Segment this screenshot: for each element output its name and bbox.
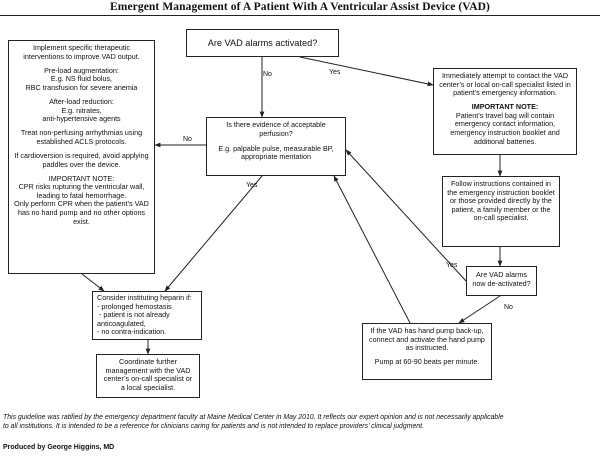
hand-pump-box: If the VAD has hand pump back-up, connec… (362, 323, 492, 380)
preload-example: E.g. NS fluid bolus, (50, 74, 113, 84)
edge-label-perfusion-yes: Yes (246, 182, 258, 189)
contact-note-text: Patient’s travel bag will contain emerge… (450, 110, 560, 146)
heparin-item-anticoagulated-cont: anticoagulated, (97, 318, 146, 328)
edge-start-to-contact (299, 56, 434, 87)
interventions-intro: Implement specific therapeutic intervent… (23, 43, 140, 61)
preload-transfusion: RBC transfusion for severe anemia (25, 82, 138, 92)
perfusion-decision-box: Is there evidence of acceptable perfusio… (206, 117, 346, 176)
heparin-heading: Consider instituting heparin if: (97, 293, 192, 302)
edge-deactivated-no-to-handpump (458, 295, 501, 324)
deactivated-question: Are VAD alarms now de-activated? (472, 270, 531, 288)
heparin-item-contraindication: - no contra-indication. (97, 327, 167, 337)
heparin-item-anticoagulated: - patient is not already (99, 310, 170, 320)
contact-note-heading: IMPORTANT NOTE: (471, 102, 539, 112)
edge-label-deactivated-yes: Yes (446, 262, 458, 269)
left-interventions-box: Implement specific therapeutic intervent… (8, 40, 155, 274)
contact-text: Immediately attempt to contact the VAD c… (439, 71, 571, 98)
footer-disclaimer-line-2: to all institutions. It is intended to b… (3, 423, 424, 430)
follow-instructions-box: Follow instructions contained in the eme… (442, 176, 560, 247)
author-credit: Produced by George Higgins, MD (3, 444, 115, 451)
edge-handpump-to-perfusion (333, 175, 411, 324)
deactivated-decision-box: Are VAD alarms now de-activated? (466, 266, 537, 296)
edge-label-start-yes: Yes (329, 69, 341, 76)
start-question: Are VAD alarms activated? (207, 38, 318, 48)
afterload-heading: After-load reduction: (49, 96, 114, 106)
edge-left-to-heparin (81, 273, 105, 292)
coordinate-text: Coordinate further management with the V… (103, 357, 193, 392)
follow-text: Follow instructions contained in the eme… (447, 179, 555, 223)
edge-deactivated-yes-to-perfusion (345, 149, 467, 282)
perfusion-question: Is there evidence of acceptable perfusio… (226, 120, 326, 138)
edge-label-perfusion-no: No (183, 136, 192, 143)
edge-label-start-no: No (263, 71, 272, 78)
cpr-note-condition: Only perform CPR when the patient’s VAD … (14, 199, 149, 226)
afterload-agents: anti-hypertensive agents (42, 114, 121, 124)
preload-heading: Pre-load augmentation: (44, 65, 119, 75)
edge-perfusion-to-heparin (164, 175, 263, 292)
heparin-box: Consider instituting heparin if: - prolo… (92, 291, 202, 340)
cpr-note-heading: IMPORTANT NOTE: (48, 173, 115, 183)
cpr-note-risk: CPR risks rupturing the ventricular wall… (18, 182, 145, 200)
hand-pump-text: If the VAD has hand pump back-up, connec… (369, 326, 485, 353)
contact-specialist-box: Immediately attempt to contact the VAD c… (433, 68, 577, 155)
heparin-item-hemostasis: - prolonged hemostasis (97, 301, 172, 311)
footer-disclaimer-line-1: This guideline was ratified by the emerg… (3, 414, 504, 421)
title-underline (0, 15, 600, 16)
afterload-example: E.g. nitrates, (61, 105, 102, 115)
coordinate-box: Coordinate further management with the V… (96, 354, 200, 398)
arrhythmia-text: Treat non-perfusing arrhythmias using es… (20, 128, 143, 146)
edge-label-deactivated-no: No (504, 304, 513, 311)
cardioversion-text: If cardioversion is required, avoid appl… (14, 150, 149, 169)
page-title: Emergent Management of A Patient With A … (110, 1, 490, 13)
hand-pump-rate: Pump at 60-90 beats per minute. (374, 357, 480, 367)
perfusion-examples: E.g. palpable pulse, measurable BP, appr… (218, 143, 334, 162)
start-decision-box: Are VAD alarms activated? (186, 29, 339, 57)
